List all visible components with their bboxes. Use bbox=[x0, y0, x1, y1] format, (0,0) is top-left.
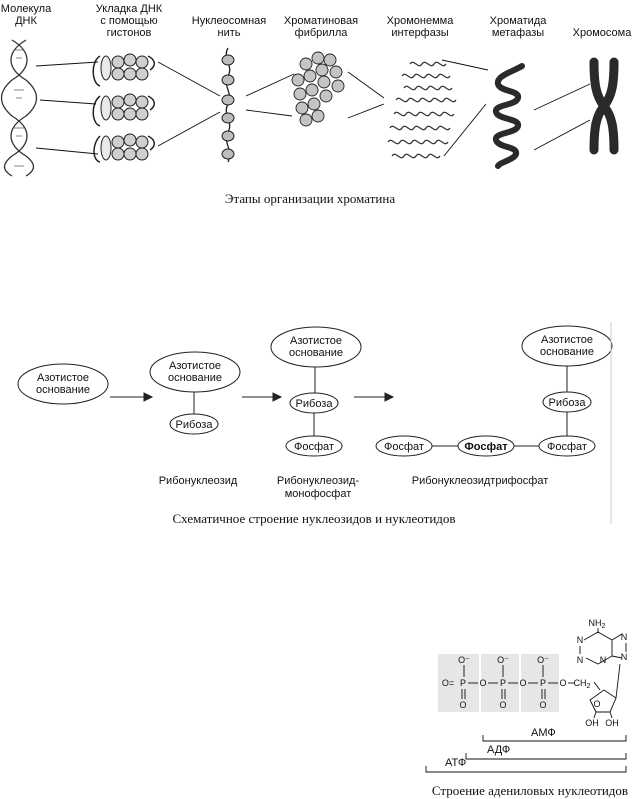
stage-label-nucleosome-2: нить bbox=[218, 27, 241, 39]
n-atom-2: N bbox=[577, 655, 584, 665]
o-minus-3: O⁻ bbox=[537, 655, 549, 665]
stage-label-chromatid-2: метафазы bbox=[492, 27, 544, 39]
o-minus-1: O⁻ bbox=[458, 655, 470, 665]
n-atom-1: N bbox=[577, 635, 584, 645]
base-label-4b: основание bbox=[540, 346, 594, 358]
base-ellipse-3 bbox=[270, 326, 362, 368]
adp-label: АДФ bbox=[487, 744, 510, 756]
stage-label-nucleosome: Нуклеосомная bbox=[192, 15, 267, 27]
stage-label-chromosome: Хромосома bbox=[573, 27, 633, 39]
chromonema-drawing bbox=[387, 61, 457, 159]
p-atom-2: P bbox=[500, 678, 506, 688]
stage-connectors bbox=[35, 59, 591, 157]
base-label-3a: Азотистое bbox=[290, 335, 342, 347]
n-atom-5: N bbox=[621, 652, 628, 662]
n-atom-3: N bbox=[600, 655, 607, 665]
o-minus-2: O⁻ bbox=[497, 655, 509, 665]
amp-label: АМФ bbox=[531, 727, 556, 739]
ribose-label-3: Рибоза bbox=[549, 397, 587, 409]
dna-helix-drawing bbox=[0, 39, 38, 177]
stage-label-chromonema: Хромонемма bbox=[387, 15, 455, 27]
chromosome-drawing bbox=[589, 57, 619, 155]
n-atom-4: N bbox=[621, 632, 628, 642]
o-bottom-2: O bbox=[499, 700, 506, 710]
triphosphate-title: Рибонуклеозидтрифосфат bbox=[412, 475, 548, 487]
chromatin-section: Молекула ДНК Укладка ДНК с помощью гисто… bbox=[1, 3, 632, 206]
stage-label-dna: Молекула bbox=[1, 3, 52, 15]
base-label-1a: Азотистое bbox=[37, 372, 89, 384]
phosphate-label-3: Фосфат bbox=[464, 441, 508, 453]
base-label-4a: Азотистое bbox=[541, 334, 593, 346]
o-bridge-1: O bbox=[479, 678, 486, 688]
nucleotide-scheme: Азотистое основание Азотистое основание … bbox=[17, 322, 613, 526]
scheme-bonds bbox=[193, 366, 568, 447]
base-label-2b: основание bbox=[168, 372, 222, 384]
stage-label-histones-3: гистонов bbox=[107, 27, 152, 39]
chromatin-fibril-drawing bbox=[291, 51, 345, 127]
molecule-bonds bbox=[461, 628, 627, 719]
base-ellipse-2 bbox=[149, 351, 241, 393]
stage-label-fibril: Хроматиновая bbox=[284, 15, 358, 27]
p-atom-1: P bbox=[460, 678, 466, 688]
chromatid-drawing bbox=[493, 63, 525, 169]
oh-group-1: OH bbox=[585, 718, 599, 728]
o-bridge-2: O bbox=[519, 678, 526, 688]
stage-label-chromonema-2: интерфазы bbox=[391, 27, 448, 39]
o-bottom-1: O bbox=[459, 700, 466, 710]
base-ellipse-1 bbox=[17, 363, 109, 405]
ch2-group: CH2 bbox=[574, 678, 591, 690]
phosphate-label-2: Фосфат bbox=[384, 441, 424, 453]
nucleotide-brackets bbox=[425, 735, 627, 773]
stage-label-fibril-2: фибрилла bbox=[295, 27, 349, 39]
stage-label-dna-2: ДНК bbox=[15, 15, 37, 27]
ribose-label-1: Рибоза bbox=[176, 419, 214, 431]
adenyl-caption: Строение адениловых нуклеотидов bbox=[432, 783, 628, 798]
oh-group-2: OH bbox=[605, 718, 619, 728]
stage-labels: Молекула ДНК Укладка ДНК с помощью гисто… bbox=[1, 3, 632, 39]
phosphate-label-1: Фосфат bbox=[294, 441, 334, 453]
histone-packing-drawing bbox=[92, 53, 155, 163]
oxygen-ring: O bbox=[593, 699, 600, 709]
o-bottom-3: O bbox=[539, 700, 546, 710]
stage-label-histones: Укладка ДНК bbox=[96, 3, 163, 15]
chromatin-caption: Этапы организации хроматина bbox=[225, 191, 395, 206]
p-atom-3: P bbox=[540, 678, 546, 688]
monophosphate-title-2: монофосфат bbox=[285, 488, 352, 500]
stage-label-chromatid: Хроматида bbox=[490, 15, 548, 27]
base-label-1b: основание bbox=[36, 384, 90, 396]
base-label-2a: Азотистое bbox=[169, 360, 221, 372]
atp-label: АТФ bbox=[445, 757, 466, 769]
nucleo-caption: Схематичное строение нуклеозидов и нукле… bbox=[172, 511, 455, 526]
base-label-3b: основание bbox=[289, 347, 343, 359]
nh2-group: NH2 bbox=[589, 618, 606, 630]
ribose-label-2: Рибоза bbox=[296, 398, 334, 410]
stage-label-histones-2: с помощью bbox=[100, 15, 157, 27]
nucleoside-title: Рибонуклеозид bbox=[159, 475, 238, 487]
nucleosome-thread-drawing bbox=[221, 47, 235, 163]
o-bridge-3: O bbox=[559, 678, 566, 688]
adenyl-structure: O⁻ O⁻ O⁻ O= P O P O P O O O O CH2 NH2 O … bbox=[425, 618, 628, 798]
phosphate-label-4: Фосфат bbox=[547, 441, 587, 453]
o-double: O= bbox=[442, 678, 454, 688]
scheme-arrows bbox=[110, 392, 395, 402]
monophosphate-title-1: Рибонуклеозид- bbox=[277, 475, 360, 487]
